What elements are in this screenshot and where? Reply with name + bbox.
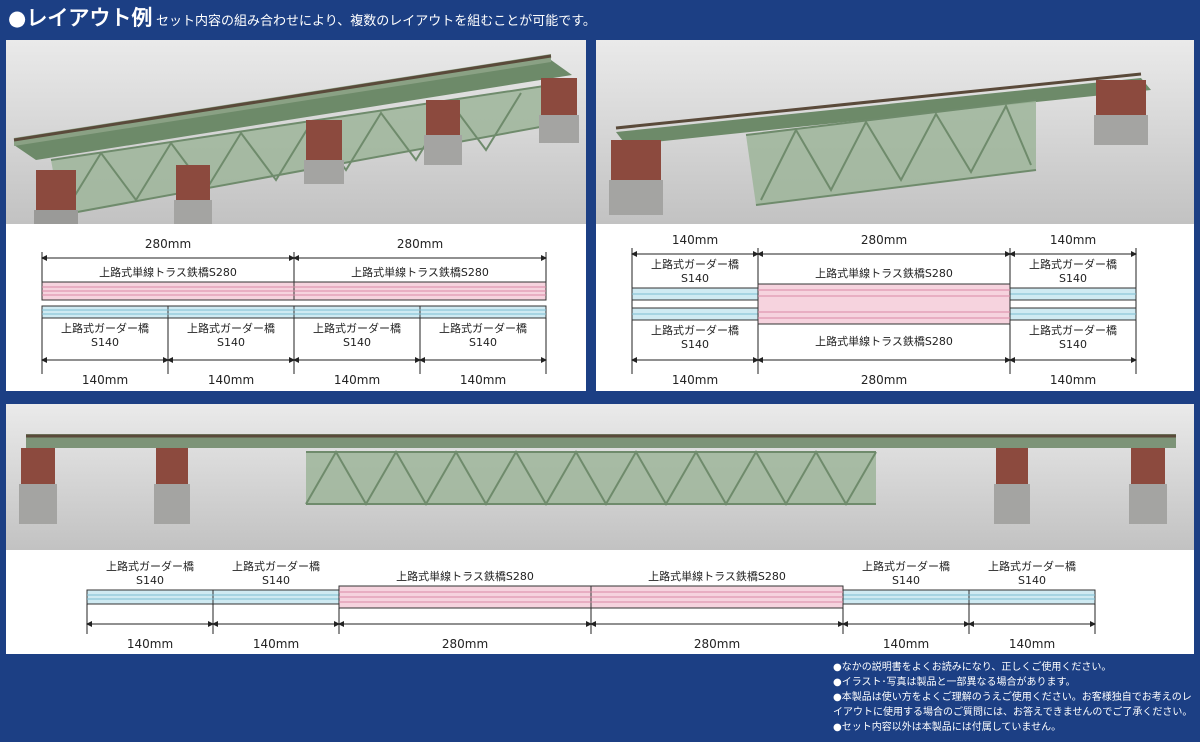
dim-140: 140mm — [1050, 233, 1096, 247]
dim-280-b: 280mm — [397, 237, 443, 251]
layout-panel-1: 280mm 280mm 上路式単線トラス鉄橋S280 上路式単線トラス鉄橋S28… — [6, 40, 586, 391]
girder-label: 上路式ガーダー橋 — [988, 559, 1076, 573]
dim-280: 280mm — [861, 373, 907, 387]
dim-140: 140mm — [672, 233, 718, 247]
truss-bar — [41, 281, 547, 301]
truss-label: 上路式単線トラス鉄橋S280 — [396, 569, 534, 583]
truss-label-a: 上路式単線トラス鉄橋S280 — [99, 265, 237, 279]
layout-panel-3: 上路式ガーダー橋 S140 上路式ガーダー橋 S140 上路式単線トラス鉄橋S2… — [6, 404, 1194, 654]
dim-140: 140mm — [1050, 373, 1096, 387]
layout-panel-2: 140mm 280mm 140mm 140mm 280mm 140mm 上路式ガ… — [596, 40, 1194, 391]
page-title: ●レイアウト例 — [8, 6, 153, 30]
bridge-photo-1 — [6, 40, 586, 224]
girder-code: S140 — [469, 336, 497, 349]
truss-bar — [338, 585, 844, 609]
girder-label: 上路式ガーダー橋 — [313, 321, 401, 335]
truss-label: 上路式単線トラス鉄橋S280 — [648, 569, 786, 583]
girder-code: S140 — [217, 336, 245, 349]
dim-280: 280mm — [861, 233, 907, 247]
girder-code: S140 — [1059, 338, 1087, 351]
layout-diagram-1: 280mm 280mm 上路式単線トラス鉄橋S280 上路式単線トラス鉄橋S28… — [6, 224, 586, 391]
girder-code: S140 — [343, 336, 371, 349]
note-item: イアウトに使用する場合のご質問には、お答えできませんのでご了承ください。 — [833, 707, 1193, 718]
girder-bar — [631, 287, 1137, 321]
layout-diagram-2: 140mm 280mm 140mm 140mm 280mm 140mm 上路式ガ… — [596, 224, 1194, 391]
dim-140: 140mm — [334, 373, 380, 387]
dim-140: 140mm — [82, 373, 128, 387]
girder-label: 上路式ガーダー橋 — [232, 559, 320, 573]
note-item: ●イラスト･写真は製品と一部異なる場合があります。 — [833, 677, 1076, 688]
girder-code: S140 — [681, 338, 709, 351]
girder-label: 上路式ガーダー橋 — [61, 321, 149, 335]
dim-280: 280mm — [694, 637, 740, 651]
dim-140: 140mm — [883, 637, 929, 651]
dim-140: 140mm — [460, 373, 506, 387]
girder-label: 上路式ガーダー橋 — [1029, 323, 1117, 337]
truss-label-b: 上路式単線トラス鉄橋S280 — [351, 265, 489, 279]
girder-label: 上路式ガーダー橋 — [439, 321, 527, 335]
truss-label: 上路式単線トラス鉄橋S280 — [815, 266, 953, 280]
girder-code: S140 — [91, 336, 119, 349]
page-subtitle: セット内容の組み合わせにより、複数のレイアウトを組むことが可能です。 — [156, 14, 596, 29]
notes: ●なかの説明書をよくお読みになり、正しくご使用ください。 ●イラスト･写真は製品… — [833, 660, 1193, 735]
dim-140: 140mm — [127, 637, 173, 651]
girder-code: S140 — [262, 574, 290, 587]
girder-bar — [41, 305, 547, 319]
girder-code: S140 — [1018, 574, 1046, 587]
dim-140: 140mm — [1009, 637, 1055, 651]
dim-140: 140mm — [253, 637, 299, 651]
bridge-piers — [19, 448, 1167, 524]
girder-label: 上路式ガーダー橋 — [1029, 257, 1117, 271]
note-item: ●本製品は使い方をよくご理解のうえご使用ください。お客様独自でお考えのレ — [833, 692, 1192, 703]
dim-140: 140mm — [672, 373, 718, 387]
bridge-photo-3 — [6, 404, 1194, 550]
bridge-photo-2 — [596, 40, 1194, 224]
girder-code: S140 — [136, 574, 164, 587]
girder-label: 上路式ガーダー橋 — [651, 323, 739, 337]
dim-280-a: 280mm — [145, 237, 191, 251]
dim-140: 140mm — [208, 373, 254, 387]
truss-label: 上路式単線トラス鉄橋S280 — [815, 334, 953, 348]
girder-label: 上路式ガーダー橋 — [862, 559, 950, 573]
girder-label: 上路式ガーダー橋 — [187, 321, 275, 335]
note-item: ●セット内容以外は本製品には付属していません。 — [833, 722, 1062, 733]
dim-280: 280mm — [442, 637, 488, 651]
girder-code: S140 — [1059, 272, 1087, 285]
girder-label: 上路式ガーダー橋 — [651, 257, 739, 271]
layout-diagram-3: 上路式ガーダー橋 S140 上路式ガーダー橋 S140 上路式単線トラス鉄橋S2… — [6, 550, 1194, 654]
bridge-piers — [609, 80, 1148, 215]
girder-code: S140 — [681, 272, 709, 285]
note-item: ●なかの説明書をよくお読みになり、正しくご使用ください。 — [833, 662, 1112, 673]
girder-label: 上路式ガーダー橋 — [106, 559, 194, 573]
bridge-piers — [34, 78, 579, 224]
girder-code: S140 — [892, 574, 920, 587]
truss-bar — [757, 283, 1011, 325]
